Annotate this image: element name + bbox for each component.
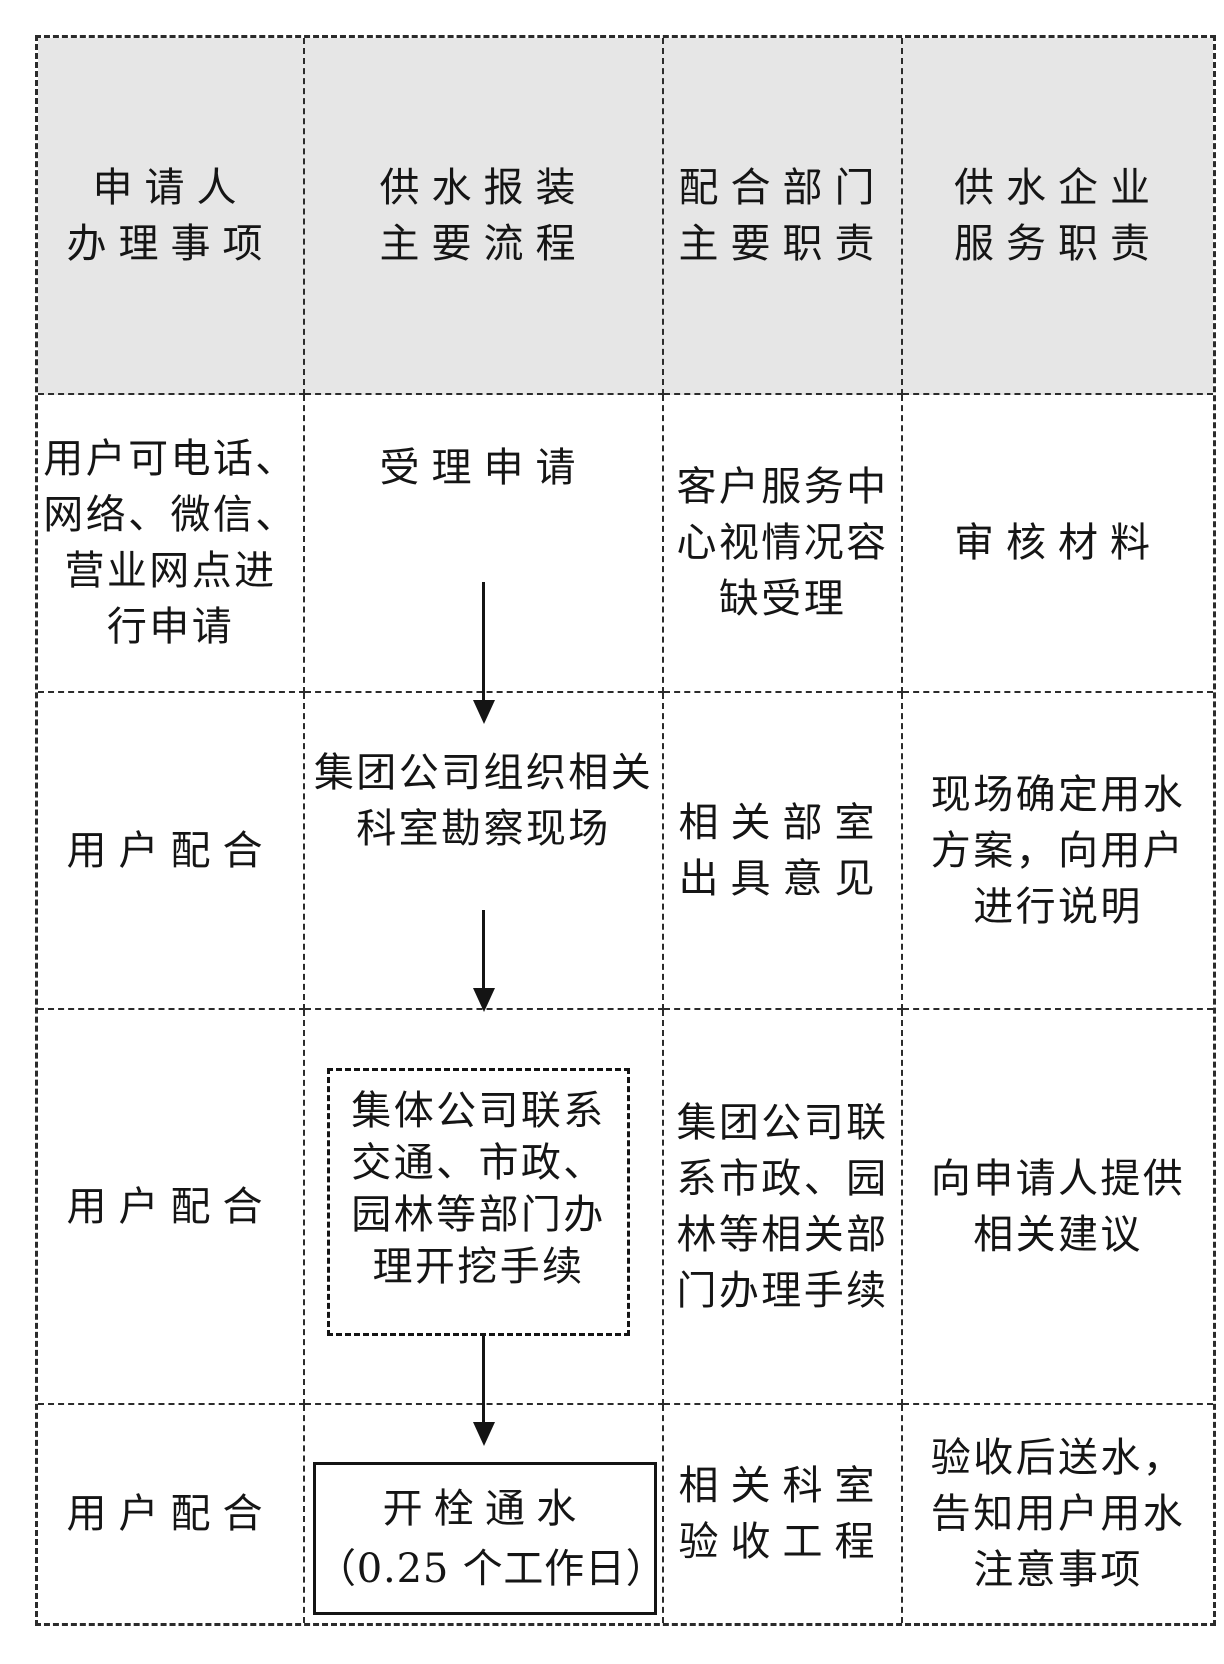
col-header-label: 申请人 办理事项 (66, 164, 275, 267)
flow-step-site-survey: 集团公司组织相关 科室勘察现场 (305, 693, 664, 1010)
cell-cooperating-issue-opinions: 相关部室 出具意见 (664, 693, 903, 1010)
col-header-label: 配合部门 主要职责 (678, 164, 887, 267)
arrow-shaft (482, 1333, 485, 1422)
cell-service-confirm-plan: 现场确定用水 方案，向用户 进行说明 (903, 693, 1213, 1010)
cell-applicant-cooperate-2: 用户配合 (38, 1010, 305, 1405)
cell-service-provide-advice: 向申请人提供 相关建议 (903, 1010, 1213, 1405)
flow-step-duration: （0.25 个工作日） (316, 1545, 667, 1592)
cell-applicant-cooperate-3: 用户配合 (38, 1405, 305, 1623)
col-header-label: 供水企业 服务职责 (954, 164, 1162, 267)
cell-text: 集团公司联 系市政、园 林等相关部 门办理手续 (676, 1099, 889, 1314)
cell-applicant-cooperate-1: 用户配合 (38, 693, 305, 1010)
cell-service-deliver-water: 验收后送水， 告知用户用水 注意事项 (903, 1405, 1213, 1623)
flow-step-label: 集团公司组织相关 科室勘察现场 (313, 749, 654, 852)
flow-step-open-water-cell (305, 1405, 664, 1623)
arrow-down-icon (473, 1422, 495, 1446)
process-table: 申请人 办理事项 供水报装 主要流程 配合部门 主要职责 供水企业 服务职责 用… (35, 35, 1216, 1626)
col-header-main-process: 供水报装 主要流程 (305, 38, 664, 395)
cell-text: 向申请人提供 相关建议 (930, 1155, 1186, 1258)
cell-service-review-materials: 审核材料 (903, 395, 1213, 693)
cell-text: 相关科室 验收工程 (678, 1463, 887, 1565)
arrow-down-icon (473, 988, 495, 1012)
cell-text: 用户配合 (66, 1183, 275, 1230)
flow-step-excavation-dashed-box: 集体公司联系 交通、市政、 园林等部门办 理开挖手续 (327, 1068, 630, 1336)
cell-text: 用户配合 (66, 827, 275, 874)
cell-text: 客户服务中 心视情况容 缺受理 (676, 464, 889, 622)
cell-text: 现场确定用水 方案，向用户 进行说明 (930, 771, 1186, 930)
cell-text: 用户可电话、 网络、微信、 营业网点进 行申请 (43, 436, 298, 650)
arrow-shaft (482, 582, 485, 700)
cell-text: 验收后送水， 告知用户用水 注意事项 (930, 1435, 1186, 1593)
col-header-service-duty: 供水企业 服务职责 (903, 38, 1213, 395)
col-header-label: 供水报装 主要流程 (379, 164, 588, 267)
col-header-applicant-matters: 申请人 办理事项 (38, 38, 305, 395)
flow-step-open-water-solid-box: 开栓通水 （0.25 个工作日） (313, 1462, 667, 1615)
cell-text: 相关部室 出具意见 (678, 799, 887, 902)
cell-text: 审核材料 (954, 520, 1162, 566)
cell-cooperating-contact-depts: 集团公司联 系市政、园 林等相关部 门办理手续 (664, 1010, 903, 1405)
flow-step-label: 开栓通水 (382, 1485, 588, 1532)
cell-text: 用户配合 (66, 1491, 275, 1537)
col-header-cooperating-dept-duty: 配合部门 主要职责 (664, 38, 903, 395)
cell-cooperating-accept: 客户服务中 心视情况容 缺受理 (664, 395, 903, 693)
arrow-down-icon (473, 700, 495, 724)
flow-step-label: 受理申请 (379, 445, 588, 491)
flow-step-label: 集体公司联系 交通、市政、 园林等部门办 理开挖手续 (351, 1088, 606, 1290)
cell-cooperating-inspect-project: 相关科室 验收工程 (664, 1405, 903, 1623)
arrow-shaft (482, 910, 485, 988)
cell-applicant-apply-channels: 用户可电话、 网络、微信、 营业网点进 行申请 (38, 395, 305, 693)
